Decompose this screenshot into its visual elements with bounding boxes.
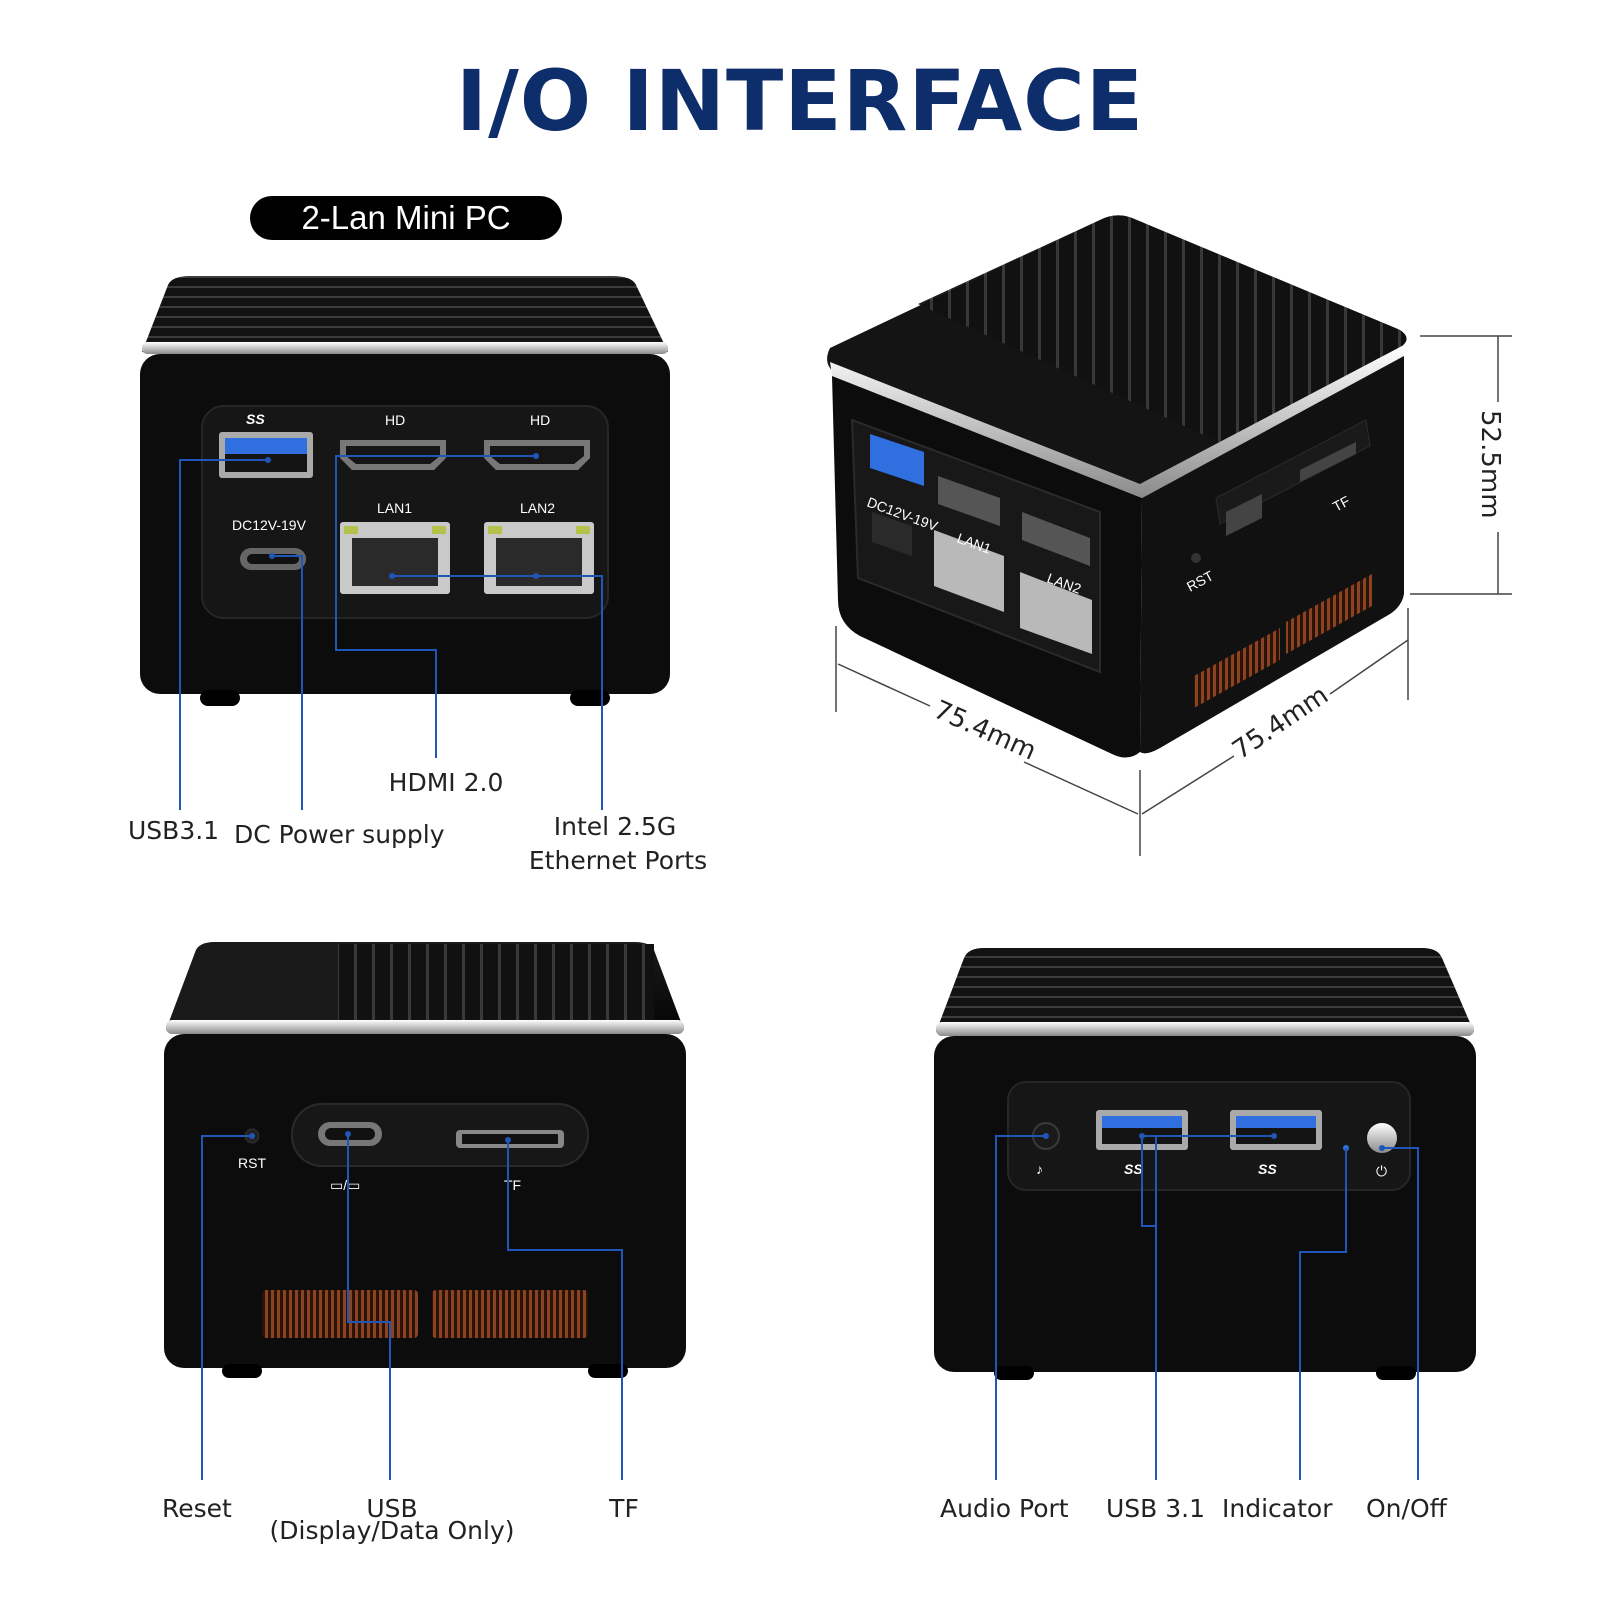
dc-port-label: DC12V-19V <box>232 517 307 533</box>
tf-callout: TF <box>609 1494 639 1523</box>
reset-callout: Reset <box>162 1494 232 1523</box>
side-view-device: RST ▭/▭ TF <box>164 942 686 1378</box>
svg-text:⏻: ⏻ <box>1376 1163 1387 1179</box>
svg-text:♪: ♪ <box>1036 1161 1043 1177</box>
indicator-callout: Indicator <box>1222 1494 1333 1523</box>
usb-display-callout-line2: (Display/Data Only) <box>269 1516 515 1545</box>
usb-display-callout-line1: USB <box>366 1494 418 1523</box>
back-view-device: ♪ SS SS ⏻ <box>934 948 1476 1380</box>
back-callout-lines <box>995 1135 1419 1480</box>
side-tf-label: TF <box>504 1177 521 1193</box>
lan1-label: LAN1 <box>377 500 412 516</box>
ethernet-callout-line2: Ethernet Ports <box>528 846 708 875</box>
usb31-back-callout: USB 3.1 <box>1106 1494 1206 1523</box>
svg-text:HD: HD <box>530 412 550 428</box>
page-title: I/O INTERFACE <box>455 52 1145 150</box>
usb31-callout: USB3.1 <box>128 816 220 845</box>
svg-text:HD: HD <box>385 412 405 428</box>
svg-text:SS: SS <box>1124 1161 1143 1177</box>
iso-view-device: DC12V-19V LAN1 LAN2 RST TF <box>827 215 1407 758</box>
lan2-label: LAN2 <box>520 500 555 516</box>
onoff-callout: On/Off <box>1366 1494 1447 1523</box>
ss-logo: SS <box>246 411 265 427</box>
audio-port-callout: Audio Port <box>940 1494 1069 1523</box>
svg-text:▭/▭: ▭/▭ <box>330 1177 360 1193</box>
dimension-lines <box>835 335 1512 856</box>
hdmi-callout: HDMI 2.0 <box>388 768 504 797</box>
side-callout-lines <box>201 1134 623 1480</box>
dc-power-callout: DC Power supply <box>234 820 445 849</box>
iso-tf-label: TF <box>1330 492 1353 514</box>
height-dimension: 52.5mm <box>1475 410 1505 519</box>
product-badge: 2-Lan Mini PC <box>250 196 562 240</box>
side-rst-label: RST <box>238 1155 266 1171</box>
front-view-device: SS HD HD DC12V-19V LAN1 LAN2 <box>140 276 670 706</box>
svg-text:SS: SS <box>1258 1161 1277 1177</box>
front-callout-lines <box>179 455 603 810</box>
ethernet-callout-line1: Intel 2.5G <box>553 812 677 841</box>
